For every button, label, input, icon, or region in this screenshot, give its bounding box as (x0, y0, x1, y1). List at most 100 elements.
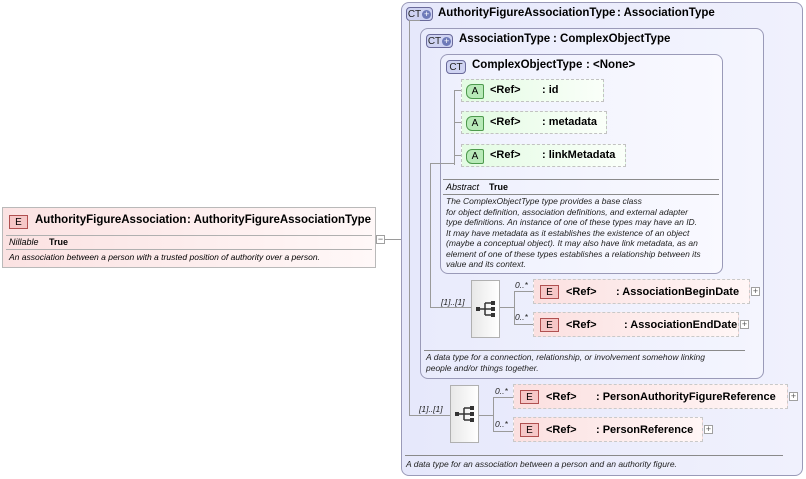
attribute-link-metadata[interactable]: A <Ref> : linkMetadata (461, 144, 626, 167)
divider (6, 249, 372, 250)
attribute-badge: A (466, 149, 484, 164)
element-name: : PersonReference (596, 424, 694, 436)
doc-line: A data type for a connection, relationsh… (426, 352, 705, 362)
connector (493, 431, 513, 432)
element-association-begin-date[interactable]: E <Ref> : AssociationBeginDate (533, 279, 750, 304)
doc-line: The ComplexObjectType type provides a ba… (446, 196, 642, 206)
sequence-cardinality: [1]..[1] (419, 404, 443, 414)
abstract-value: True (489, 182, 509, 192)
assoc-type-name: AssociationType (459, 33, 551, 45)
attribute-name: : id (542, 84, 559, 96)
connector (409, 415, 450, 416)
main-element-box[interactable]: E AuthorityFigureAssociation : Authority… (2, 207, 376, 268)
assoc-type-base: : ComplexObjectType (553, 33, 671, 45)
attribute-ref: <Ref> (490, 149, 521, 161)
ct-badge: CT (446, 60, 466, 74)
attribute-name: : metadata (542, 116, 598, 128)
sequence-icon[interactable] (450, 385, 479, 443)
connector (479, 415, 493, 416)
divider (405, 455, 783, 456)
sequence-cardinality: [1]..[1] (441, 297, 465, 307)
expand-icon[interactable]: + (704, 424, 713, 434)
nillable-value: True (49, 237, 69, 247)
abstract-label: Abstract (446, 182, 480, 192)
expand-icon[interactable]: + (789, 391, 798, 401)
element-ref: <Ref> (566, 319, 597, 331)
connector (514, 324, 534, 325)
element-person-authority-figure-reference[interactable]: E <Ref> : PersonAuthorityFigureReference (513, 384, 788, 409)
complex-type-doc: The ComplexObjectType type provides a ba… (446, 196, 722, 270)
element-badge: E (520, 390, 539, 404)
element-cardinality: 0..* (515, 312, 528, 322)
collapse-icon[interactable]: − (376, 234, 385, 244)
connector (514, 291, 515, 324)
doc-line: It may have metadata as it establishes t… (446, 227, 690, 238)
connector (430, 163, 431, 307)
plus-icon: + (422, 8, 432, 19)
ct-badge: CT+ (426, 34, 453, 48)
connector (500, 307, 514, 308)
attribute-metadata[interactable]: A <Ref> : metadata (461, 111, 607, 134)
outer-type-base: : AssociationType (617, 7, 715, 19)
doc-line: element of one of these types establishe… (446, 248, 701, 259)
assoc-type-doc: A data type for a connection, relationsh… (426, 352, 756, 373)
connector (409, 20, 410, 415)
attribute-id[interactable]: A <Ref> : id (461, 79, 604, 102)
complex-type-base: : <None> (586, 59, 636, 71)
element-ref: <Ref> (546, 424, 577, 436)
element-badge: E (520, 423, 539, 437)
element-type: : AuthorityFigureAssociationType (187, 214, 372, 226)
element-association-end-date[interactable]: E <Ref> : AssociationEndDate (533, 312, 739, 337)
doc-line: value and its context. (446, 259, 526, 269)
doc-line: (maybe a conceptual object). It may also… (446, 238, 698, 248)
element-name: : AssociationBeginDate (616, 286, 740, 298)
element-ref: <Ref> (566, 286, 597, 298)
attribute-badge: A (466, 116, 484, 131)
divider (443, 179, 719, 180)
connector (409, 20, 420, 21)
expand-icon[interactable]: + (740, 319, 749, 329)
ct-badge-text: CT (427, 36, 442, 47)
complex-type-name: ComplexObjectType (472, 59, 583, 71)
attribute-badge: A (466, 84, 484, 99)
element-cardinality: 0..* (495, 386, 508, 396)
element-badge: E (540, 285, 559, 299)
attribute-ref: <Ref> (490, 116, 521, 128)
element-cardinality: 0..* (515, 280, 528, 290)
element-ref: <Ref> (546, 391, 577, 403)
element-badge: E (9, 215, 28, 229)
doc-line: type definitions. An instance of one of … (446, 217, 698, 227)
element-name: AuthorityFigureAssociation (35, 214, 187, 226)
connector (493, 397, 494, 431)
ct-badge: CT+ (406, 7, 433, 21)
element-name: : AssociationEndDate (624, 319, 738, 331)
outer-type-doc: A data type for an association between a… (406, 459, 677, 469)
doc-line: for object definition, association defin… (446, 206, 688, 217)
divider (443, 194, 719, 195)
connector (430, 307, 471, 308)
outer-type-name: AuthorityFigureAssociationType (438, 7, 616, 19)
expand-icon[interactable]: + (751, 286, 760, 296)
connector (454, 90, 455, 165)
element-name: : PersonAuthorityFigureReference (596, 391, 776, 403)
divider (424, 350, 745, 351)
doc-line: people and/or things together. (426, 362, 539, 373)
connector (385, 239, 409, 240)
connector (493, 397, 513, 398)
sequence-icon[interactable] (471, 280, 500, 338)
plus-icon: + (442, 35, 452, 46)
connector (514, 291, 534, 292)
nillable-label: Nillable (9, 237, 39, 247)
element-badge: E (540, 318, 559, 332)
attribute-ref: <Ref> (490, 84, 521, 96)
connector (454, 122, 462, 123)
element-person-reference[interactable]: E <Ref> : PersonReference (513, 417, 703, 442)
connector (454, 90, 462, 91)
element-cardinality: 0..* (495, 419, 508, 429)
connector (454, 155, 462, 156)
attribute-name: : linkMetadata (542, 149, 616, 161)
element-doc: An association between a person with a t… (9, 252, 320, 262)
divider (6, 235, 372, 236)
connector (430, 163, 454, 164)
ct-badge-text: CT (407, 9, 422, 20)
